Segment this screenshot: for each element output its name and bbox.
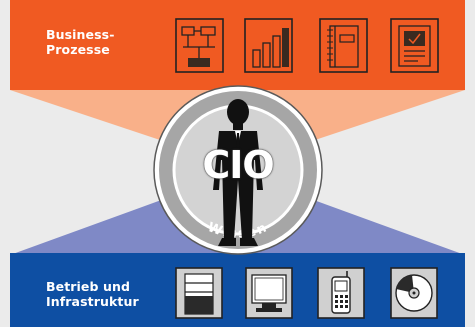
bottom-band (10, 253, 465, 327)
business-processes-label-line1: Business- (46, 27, 115, 42)
businessman-silhouette-icon (213, 99, 263, 246)
document-icon (390, 18, 439, 73)
business-processes-label-line2: Prozesse (46, 42, 110, 57)
operations-infrastructure-label-line1: Betrieb und (46, 279, 131, 294)
ring-text: Wissen (205, 220, 270, 242)
operations-infrastructure-label-line2: Infrastruktur (46, 294, 139, 309)
monitor-icon (245, 267, 293, 319)
disc-icon (390, 267, 438, 319)
business-processes-label: Business- Prozesse (46, 27, 115, 57)
flowchart-icon (175, 18, 224, 73)
operations-infrastructure-label: Betrieb und Infrastruktur (46, 279, 139, 309)
cio-title: CIO (202, 143, 274, 187)
notebook-icon (319, 18, 368, 73)
top-band (10, 0, 465, 90)
bar-chart-icon (244, 18, 293, 73)
server-icon (175, 267, 223, 319)
mobile-phone-icon (317, 267, 365, 319)
